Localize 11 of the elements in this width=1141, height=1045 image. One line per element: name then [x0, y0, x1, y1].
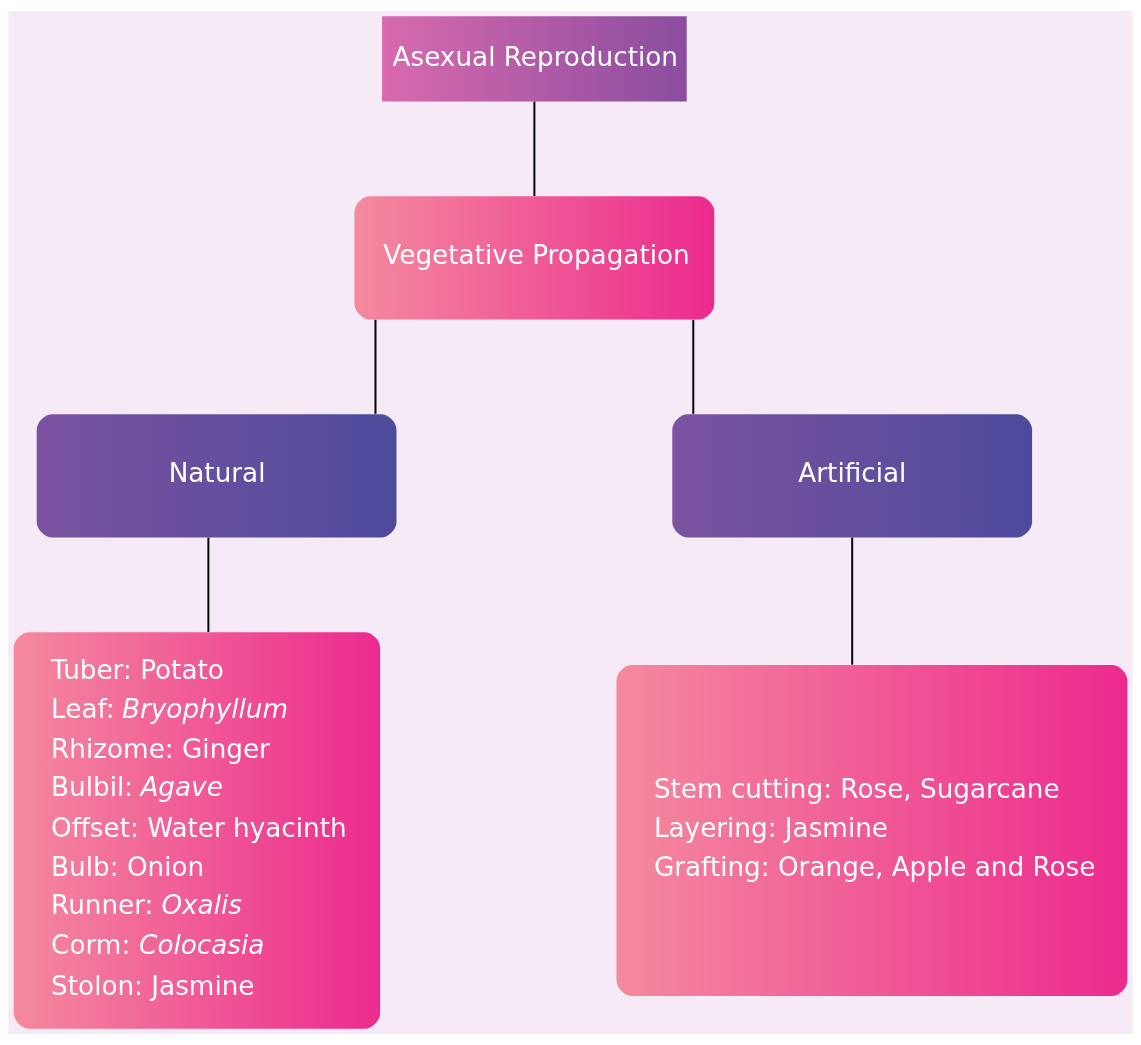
- node-box: Vegetative Propagation: [354, 196, 715, 320]
- node-box: Artificial: [672, 414, 1033, 538]
- connector: [692, 318, 695, 415]
- node-box: Stem cutting: Rose, Sugarcane Layering: Jasmine Grafting: Orange, Apple and Rose: [616, 665, 1128, 996]
- node-box: Natural: [36, 414, 397, 538]
- connector: [374, 318, 377, 415]
- node-box: Tuber: Potato Leaf: Bryophyllum Rhizome: Ginger Bulbil: Agave Offset: Water hyacinth Bulb: Onion Runner: Oxalis Corm: Colocasia Stolon: Jasmine: [13, 632, 381, 1029]
- node-box: Asexual Reproduction: [382, 16, 687, 102]
- connector: [533, 100, 536, 197]
- connector: [851, 536, 854, 666]
- connector: [207, 536, 210, 633]
